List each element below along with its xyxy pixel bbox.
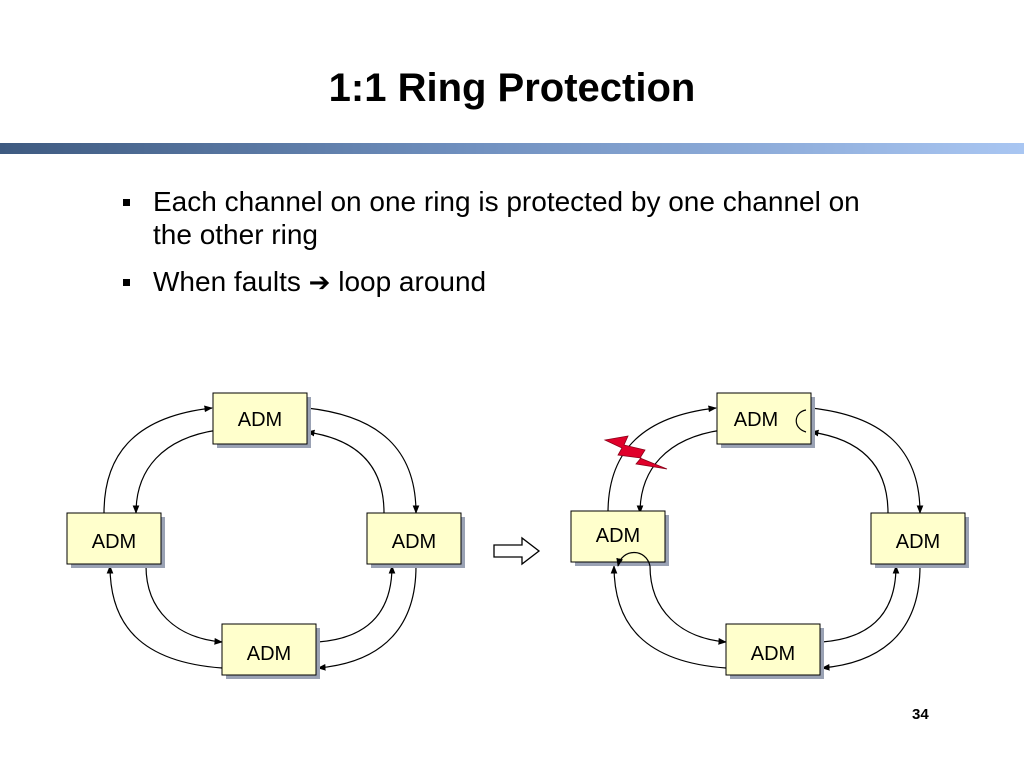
adm-label: ADM: [751, 643, 795, 665]
lightning-bolt-icon: [603, 435, 668, 470]
adm-label: ADM: [596, 525, 640, 547]
outer-link-top-right: [306, 407, 420, 514]
loopback-hook-left: [616, 551, 651, 567]
adm-node-bottom: ADM: [725, 623, 824, 679]
adm-label: ADM: [238, 409, 282, 431]
inner-link-top-right: [306, 429, 385, 514]
outer-link-right-bottom: [821, 565, 921, 671]
bullet-marker-icon: [123, 199, 130, 206]
bullet-list: Each channel on one ring is protected by…: [118, 185, 878, 314]
title-divider-bar: [0, 143, 1024, 154]
adm-node-top: ADM: [212, 392, 311, 448]
bullet-text-1: Each channel on one ring is protected by…: [153, 186, 860, 250]
adm-label: ADM: [734, 409, 778, 431]
outer-link-left-top: [607, 405, 717, 514]
bullet-text-2a: When faults: [153, 266, 301, 297]
right-ring: ADM ADM ADM ADM: [570, 392, 969, 679]
inner-link-bottom-left: [649, 565, 727, 645]
adm-label: ADM: [392, 531, 436, 553]
left-ring: ADM ADM ADM ADM: [66, 392, 465, 679]
bullet-text-2b: loop around: [338, 266, 487, 297]
adm-node-bottom: ADM: [221, 623, 320, 679]
outer-link-right-bottom: [317, 565, 417, 671]
adm-node-left: ADM: [66, 512, 165, 568]
bullet-item-2: When faults ➔ loop around: [118, 265, 878, 300]
outer-link-bottom-left: [610, 565, 727, 669]
adm-node-right: ADM: [870, 512, 969, 568]
loopback-hook-top: [795, 409, 807, 433]
adm-label: ADM: [247, 643, 291, 665]
adm-label: ADM: [896, 531, 940, 553]
outer-link-top-right: [810, 407, 924, 514]
bullet-marker-icon: [123, 279, 130, 286]
inner-link-bottom-left: [145, 565, 223, 645]
inner-link-right-bottom: [317, 565, 396, 643]
right-arrow-icon: ➔: [308, 268, 331, 298]
outline-right-arrow-icon: [493, 536, 541, 566]
page-number: 34: [912, 706, 929, 723]
adm-node-left: ADM: [570, 510, 669, 566]
inner-link-left-top: [132, 429, 219, 514]
adm-label: ADM: [92, 531, 136, 553]
slide-title: 1:1 Ring Protection: [328, 66, 696, 110]
outer-link-bottom-left: [106, 565, 223, 669]
inner-link-right-bottom: [821, 565, 900, 643]
adm-node-right: ADM: [366, 512, 465, 568]
inner-link-left-top: [636, 429, 723, 514]
outer-link-left-top: [103, 405, 213, 514]
adm-node-top: ADM: [716, 392, 815, 448]
bullet-item-1: Each channel on one ring is protected by…: [118, 185, 878, 251]
inner-link-top-right: [810, 429, 889, 514]
